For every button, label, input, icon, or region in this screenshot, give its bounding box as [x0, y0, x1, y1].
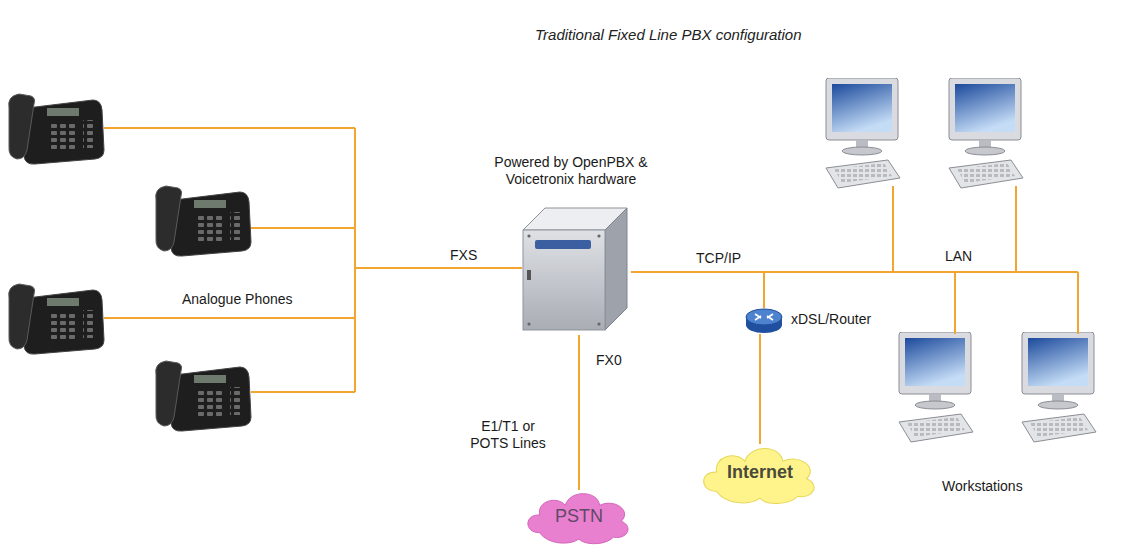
fxs-wiring	[104, 128, 522, 392]
node-label: Internet	[695, 462, 825, 482]
pbx-box-shape	[515, 200, 635, 335]
group-label: Analogue Phones	[182, 291, 293, 308]
workstation-computer	[1022, 332, 1096, 442]
node-label: Powered by OpenPBX & Voicetronix hardwar…	[485, 154, 657, 188]
network-link	[578, 335, 580, 490]
pbx-unit: Powered by OpenPBX & Voicetronix hardwar…	[515, 200, 635, 335]
network-label: LAN	[945, 248, 972, 265]
phone-illustrations	[9, 94, 251, 431]
analogue-phone	[9, 94, 104, 164]
workstation-computer	[899, 332, 973, 442]
wiring	[104, 128, 1078, 392]
line-type-label: E1/T1 or POTS Lines	[462, 418, 554, 452]
diagram-title: Traditional Fixed Line PBX configuration	[535, 26, 802, 43]
pstn-cloud: PSTN	[520, 484, 638, 546]
workstation-computer	[949, 78, 1023, 188]
link-label: TCP/IP	[694, 250, 743, 267]
port-label: FXS	[450, 247, 477, 264]
internet-cloud: Internet	[695, 438, 825, 506]
node-label: PSTN	[520, 506, 638, 526]
xdsl-router: xDSL/Router	[745, 308, 783, 334]
workstation-computer	[826, 78, 900, 188]
node-label: xDSL/Router	[791, 311, 871, 328]
network-link	[631, 272, 764, 308]
analogue-phone	[9, 284, 104, 354]
lan-wiring	[764, 186, 1078, 334]
router-shape	[745, 308, 783, 334]
analogue-phone	[156, 186, 251, 256]
network-link	[759, 334, 761, 444]
analogue-phone	[156, 361, 251, 431]
group-label: Workstations	[942, 478, 1023, 495]
computer-illustrations	[826, 78, 1096, 442]
link-label: FX0	[594, 352, 624, 369]
